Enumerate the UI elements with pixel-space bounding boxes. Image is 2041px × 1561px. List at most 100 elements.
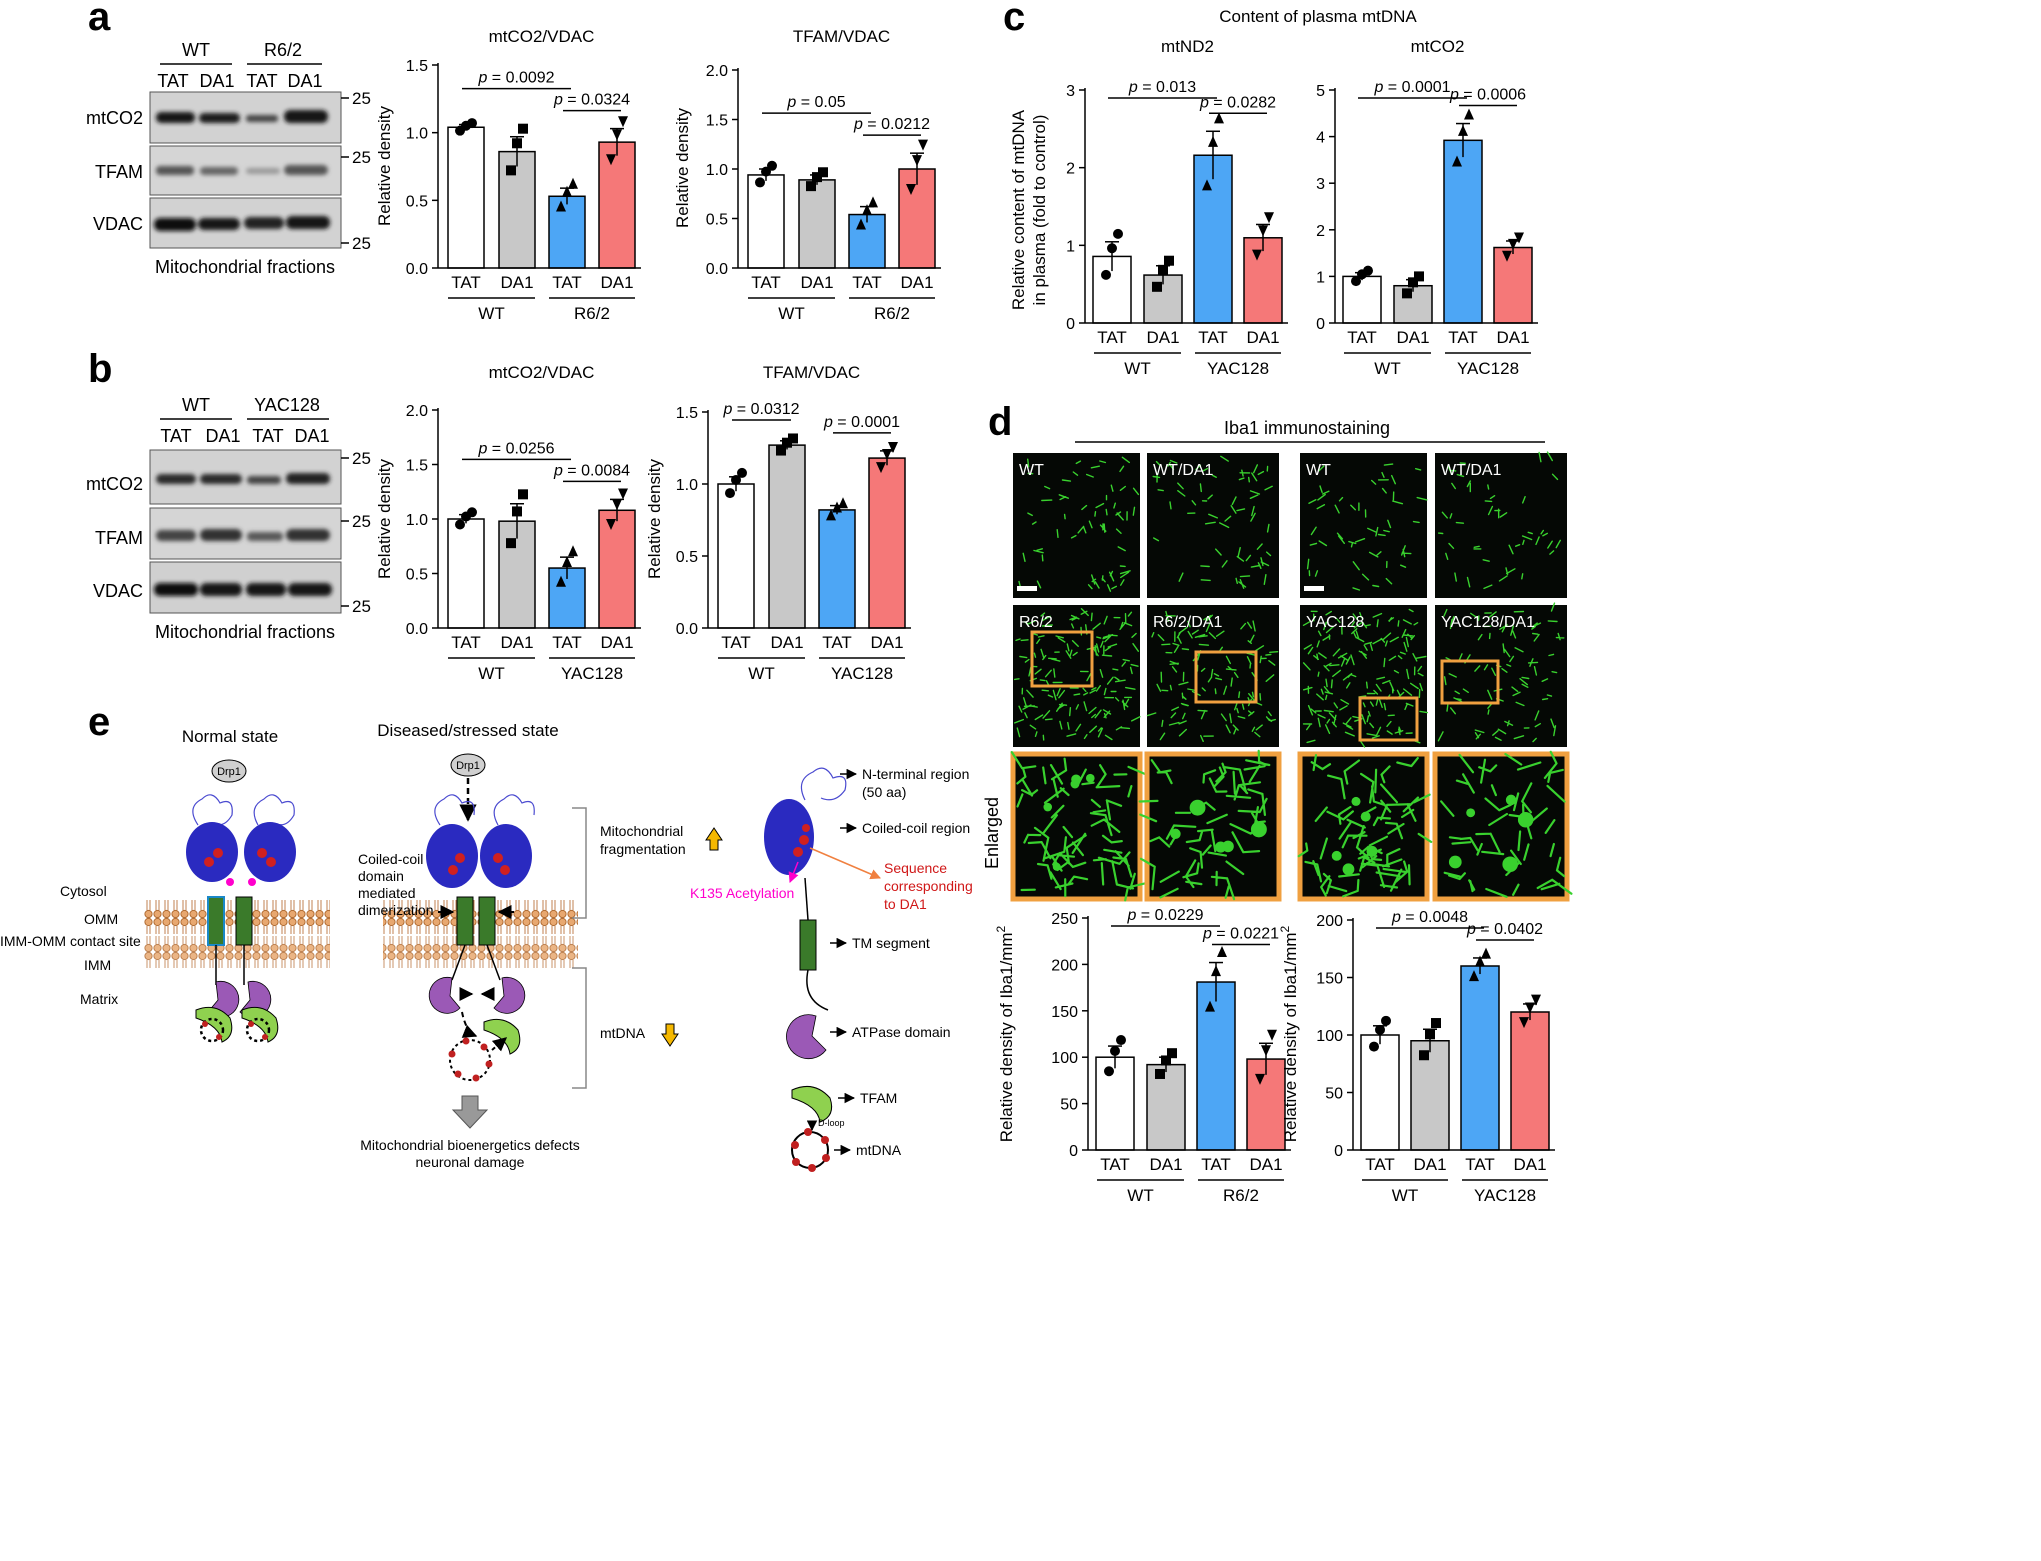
bar-3	[818, 509, 856, 629]
western-blot-a: WT R6/2 TAT DA1 TAT DA1 mtCO2 TFAM VDAC	[86, 40, 371, 277]
y-tick-label: 150	[1316, 971, 1343, 988]
atpase-diseased-left	[428, 977, 461, 1014]
bar-1	[747, 174, 785, 269]
atpase-diseased-right	[493, 977, 526, 1014]
y-tick-label: 1.5	[706, 113, 728, 130]
bar-2	[1146, 1063, 1186, 1151]
data-point	[1161, 1055, 1171, 1066]
data-point	[818, 167, 828, 178]
y-axis-label: Relative density of Iba1/mm2	[994, 925, 1016, 1142]
data-point	[725, 488, 735, 499]
x-tick-label: TAT	[1198, 328, 1228, 347]
chart-title: mtCO2/VDAC	[489, 363, 595, 382]
y-tick-label: 1.0	[706, 162, 728, 179]
bar-1	[1095, 1056, 1135, 1151]
data-point	[1113, 228, 1123, 239]
data-point	[455, 519, 465, 530]
data-point	[868, 196, 878, 208]
p-value-label: p = 0.0084	[553, 462, 630, 479]
data-point	[888, 441, 898, 453]
data-point	[1452, 155, 1462, 167]
x-tick-label: TAT	[451, 633, 481, 652]
chart-title: TFAM/VDAC	[793, 27, 890, 46]
bar-3	[1460, 965, 1500, 1151]
legend-tm: TM segment	[852, 935, 930, 951]
data-point	[1458, 124, 1468, 136]
p-value-label: p = 0.0324	[553, 92, 630, 109]
data-point	[1264, 212, 1274, 224]
data-point	[1164, 255, 1174, 266]
data-point	[1107, 243, 1117, 254]
x-tick-label: TAT	[1465, 1155, 1495, 1174]
data-point	[562, 185, 572, 197]
label-imm: IMM	[84, 957, 111, 973]
y-tick-label: 1	[1066, 238, 1075, 255]
data-point	[1255, 1073, 1265, 1085]
data-point	[618, 116, 628, 128]
x-tick-label: TAT	[852, 273, 882, 292]
data-point	[918, 139, 928, 151]
enlarged-yac128-da1	[1432, 750, 1573, 902]
data-point	[512, 138, 522, 149]
data-point	[862, 204, 872, 216]
y-tick-label: 50	[1325, 1086, 1343, 1103]
drp1-normal-right	[244, 794, 296, 886]
coiled-label-1: Coiled-coil	[358, 851, 423, 867]
data-point	[518, 123, 528, 134]
y-tick-label: 3	[1316, 176, 1325, 193]
data-point	[1205, 1000, 1215, 1012]
p-value-label: p = 0.0048	[1391, 909, 1468, 926]
x-tick-label: TAT	[1201, 1155, 1231, 1174]
x-tick-label: DA1	[870, 633, 903, 652]
chart-d-iba1-yac128: Relative density of Iba1/mm2050100150200…	[1278, 909, 1555, 1205]
bar-1	[717, 483, 755, 629]
data-point	[1202, 179, 1212, 191]
p-value-label: p = 0.0006	[1449, 87, 1526, 104]
chart-title: TFAM/VDAC	[763, 363, 860, 382]
data-point	[1110, 1045, 1120, 1056]
legend-atp: ATPase domain	[852, 1024, 951, 1040]
group-label: YAC128	[1457, 359, 1519, 378]
panel-letter-b: b	[88, 347, 112, 391]
data-point	[1475, 955, 1485, 967]
micrograph-r62-da1: R6/2/DA1	[1146, 605, 1279, 747]
drp1-label-normal: Drp1	[211, 759, 247, 783]
blot-b-lane-3: TAT	[252, 426, 283, 446]
data-point	[788, 433, 798, 444]
p-value-label: p = 0.0001	[823, 414, 900, 431]
data-point	[1155, 1068, 1165, 1079]
data-point	[1375, 1024, 1385, 1035]
frag-label-2: fragmentation	[600, 841, 686, 857]
data-point	[1167, 1048, 1177, 1059]
x-tick-label: DA1	[600, 273, 633, 292]
data-point	[562, 555, 572, 567]
legend-tfam: TFAM	[860, 1090, 897, 1106]
x-tick-label: TAT	[1097, 328, 1127, 347]
chart-d-iba1-r62: Relative density of Iba1/mm2050100150200…	[994, 907, 1291, 1205]
group-label: YAC128	[831, 664, 893, 683]
diseased-state-title: Diseased/stressed state	[377, 721, 558, 740]
x-tick-label: TAT	[451, 273, 481, 292]
legend-seq-2: corresponding	[884, 878, 973, 894]
data-point	[568, 177, 578, 189]
membrane-normal-imm	[144, 936, 330, 968]
blot-b-caption: Mitochondrial fractions	[155, 622, 335, 642]
blot-b-lane-2: DA1	[205, 426, 240, 446]
x-tick-label: DA1	[500, 633, 533, 652]
bar-3	[548, 195, 586, 269]
data-point	[1419, 1050, 1429, 1061]
p-value-label: p = 0.0402	[1466, 921, 1543, 938]
panel-letter-a: a	[88, 0, 111, 39]
legend-nterm-2: (50 aa)	[862, 784, 906, 800]
data-point	[1381, 1015, 1391, 1026]
panel-letter-e: e	[88, 700, 110, 744]
micrograph-label: WT	[1306, 462, 1331, 479]
blot-a-row-vdac: VDAC	[93, 214, 143, 234]
micrograph-r62: R6/2	[1013, 605, 1141, 747]
micrograph-label: YAC128/DA1	[1441, 614, 1535, 631]
x-tick-label: TAT	[552, 633, 582, 652]
data-point	[556, 575, 566, 587]
